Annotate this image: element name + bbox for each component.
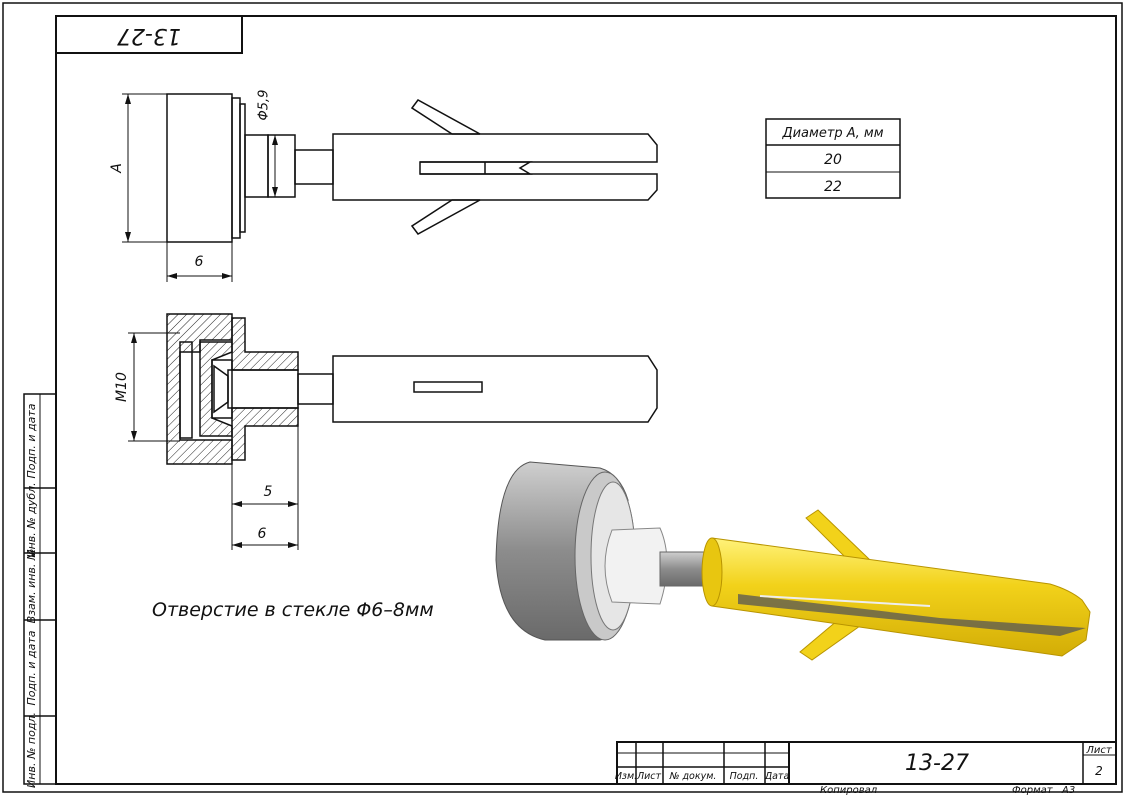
- side-label-vzam: Взам. инв. №: [25, 549, 38, 624]
- hole-note: Отверстие в стекле Φ6–8мм: [152, 599, 434, 621]
- table-header: Диаметр А, мм: [781, 126, 883, 141]
- table-row: 20: [824, 152, 842, 168]
- corner-code-box: [55, 15, 243, 54]
- sheet-label: Лист: [1085, 745, 1113, 756]
- dim-6-bottom: 6: [258, 526, 267, 542]
- side-strip: Инв. № подл. Подп. и дата Взам. инв. № И…: [23, 393, 57, 788]
- corner-code: 13-27: [117, 23, 181, 48]
- side-label-podp-1: Подп. и дата: [25, 630, 38, 705]
- title-code: 13-27: [905, 751, 969, 776]
- section-view: [128, 313, 658, 550]
- side-label-dubl: Инв. № дубл.: [25, 482, 38, 557]
- dim-6-top: 6: [195, 254, 204, 270]
- table-row: 22: [824, 179, 842, 195]
- format-value: А3: [1061, 785, 1075, 796]
- title-block: [616, 741, 1117, 785]
- sheet-number: 2: [1095, 764, 1103, 778]
- dim-a: A: [109, 163, 125, 174]
- side-label-podp-2: Подп. и дата: [25, 403, 38, 478]
- diameter-table: Диаметр А, мм 20 22: [765, 118, 901, 199]
- dim-m10: M10: [114, 372, 130, 402]
- format-label: Формат: [1012, 785, 1054, 796]
- dim-5: 5: [264, 484, 273, 500]
- tb-col-list: Лист: [636, 771, 662, 782]
- dim-phi: Φ5,9: [257, 90, 272, 121]
- copied-label: Копировал: [820, 785, 878, 796]
- top-view: [122, 93, 658, 282]
- iso-render: [495, 461, 1091, 661]
- tb-col-doc: № докум.: [669, 771, 717, 782]
- tb-col-data: Дата: [764, 771, 790, 782]
- tb-col-izm: Изм.: [615, 771, 637, 782]
- tb-col-podp: Подп.: [730, 771, 759, 782]
- side-label-inv-podl: Инв. № подл.: [25, 712, 38, 788]
